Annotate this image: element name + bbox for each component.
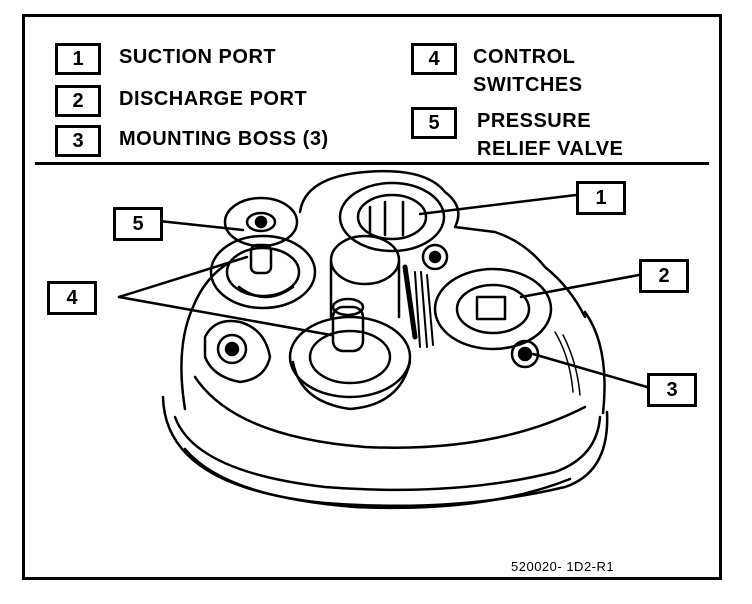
legend-number-box: 4 <box>411 43 457 75</box>
mounting-boss <box>510 339 540 369</box>
body-front-curve <box>193 375 587 449</box>
leader-line-1 <box>418 193 578 216</box>
center-cap <box>329 234 401 286</box>
figure-code: 520020- 1D2-R1 <box>511 559 615 574</box>
pump-body <box>180 260 606 415</box>
legend-number-box: 1 <box>55 43 101 75</box>
legend-label-line2: RELIEF VALVE <box>477 138 624 160</box>
legend-label-line1: PRESSURE <box>477 110 592 132</box>
pump-illustration <box>117 169 649 510</box>
legend-number-box: 2 <box>55 85 101 117</box>
callout-2: 2 <box>639 259 689 293</box>
legend-label-line2: SWITCHES <box>473 74 583 96</box>
upper-housing <box>298 169 587 319</box>
legend-label-line1: CONTROL <box>473 46 576 68</box>
callout-4: 4 <box>47 281 97 315</box>
base-rim-lower <box>183 447 572 510</box>
legend-number-box: 3 <box>55 125 101 157</box>
callout-3: 3 <box>647 373 697 407</box>
mounting-boss <box>421 243 449 271</box>
leader-line-4a <box>117 255 249 299</box>
legend-label: MOUNTING BOSS (3) <box>119 128 329 150</box>
legend-divider <box>35 162 709 165</box>
mounting-boss <box>216 333 248 365</box>
discharge-port <box>433 267 553 351</box>
base-rim-inner <box>173 415 602 492</box>
suction-port <box>338 181 446 253</box>
legend-number-box: 5 <box>411 107 457 139</box>
figure-frame: 1 SUCTION PORT 2 DISCHARGE PORT 3 MOUNTI… <box>22 14 722 580</box>
control-switch <box>209 234 317 310</box>
control-switch <box>288 315 412 399</box>
leader-line-3 <box>531 352 649 389</box>
callout-1: 1 <box>576 181 626 215</box>
leader-line-2 <box>519 273 641 299</box>
legend-label: DISCHARGE PORT <box>119 88 308 110</box>
base-rim <box>161 395 609 507</box>
legend-label: SUCTION PORT <box>119 46 277 68</box>
callout-5: 5 <box>113 207 163 241</box>
leader-line-5 <box>157 219 245 232</box>
leader-line-4b <box>117 295 333 337</box>
